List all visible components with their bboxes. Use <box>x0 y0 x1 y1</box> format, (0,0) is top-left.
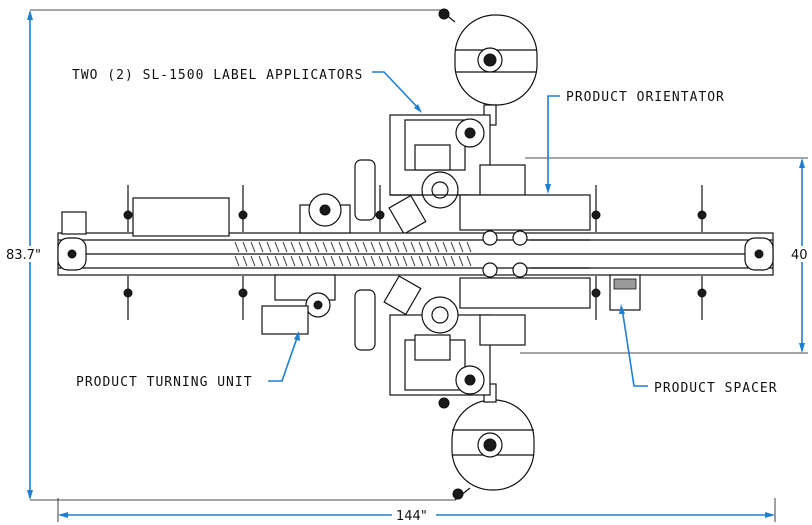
guide-posts <box>123 185 707 320</box>
label-applicators: TWO (2) SL-1500 LABEL APPLICATORS <box>72 68 363 83</box>
height-dimension-label: 83.7" <box>6 248 41 263</box>
top-label-reel <box>438 8 538 126</box>
callout-turning-unit: PRODUCT TURNING UNIT <box>76 331 300 390</box>
dimension-height: 83.7" <box>2 9 455 501</box>
conveyor-lugs <box>234 241 472 267</box>
dimension-width: 144" <box>57 498 776 524</box>
section-dimension-label: 40 <box>791 248 808 263</box>
product-orientator <box>459 194 591 309</box>
callout-spacer: PRODUCT SPACER <box>619 304 778 396</box>
product-turning-unit <box>261 159 376 351</box>
product-spacer <box>609 274 641 311</box>
label-turning-unit: PRODUCT TURNING UNIT <box>76 375 253 390</box>
callout-orientator: PRODUCT ORIENTATOR <box>545 90 725 194</box>
callout-applicators: TWO (2) SL-1500 LABEL APPLICATORS <box>72 68 422 113</box>
label-orientator: PRODUCT ORIENTATOR <box>566 90 725 105</box>
conveyor <box>57 185 774 320</box>
dimension-section: 40 <box>520 157 812 354</box>
width-dimension-label: 144" <box>396 509 427 524</box>
bottom-label-reel <box>438 383 535 501</box>
bottom-applicator <box>383 275 526 396</box>
label-spacer: PRODUCT SPACER <box>654 381 778 396</box>
